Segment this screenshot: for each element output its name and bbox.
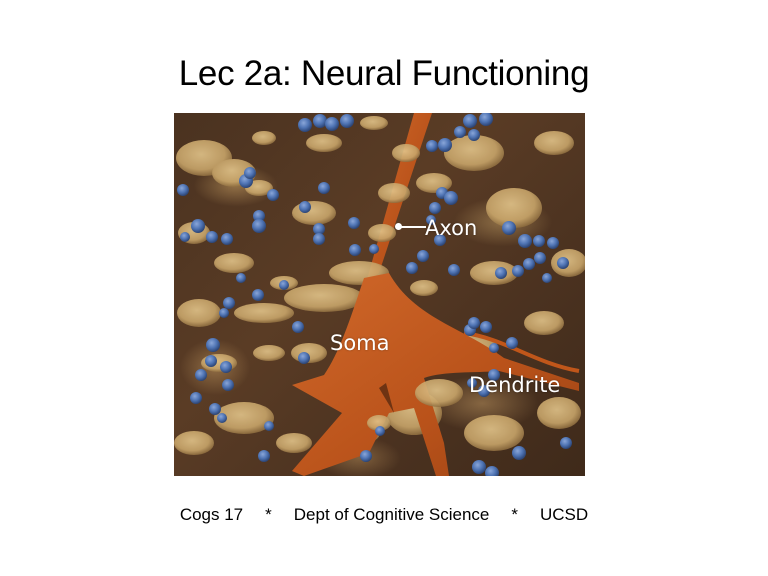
label-axon: Axon [425, 216, 478, 240]
neuron-micrograph: Axon Soma Dendrite [174, 113, 585, 476]
blue-spheres [177, 113, 572, 476]
slide-title: Lec 2a: Neural Functioning [178, 54, 590, 93]
label-dendrite: Dendrite [469, 373, 561, 397]
footer-institution: UCSD [540, 505, 589, 524]
footer-separator: * [511, 505, 518, 524]
footer-separator: * [265, 505, 272, 524]
soma-shape [292, 273, 579, 476]
dendrite-pointer-tick [509, 368, 511, 378]
slide-footer: Cogs 17 * Dept of Cognitive Science * UCSD [0, 503, 768, 527]
axon-pointer-line [398, 226, 426, 228]
footer-department: Dept of Cognitive Science [293, 505, 490, 524]
label-soma: Soma [330, 331, 390, 355]
neuron-illustration [174, 113, 585, 476]
footer-course: Cogs 17 [179, 505, 244, 524]
